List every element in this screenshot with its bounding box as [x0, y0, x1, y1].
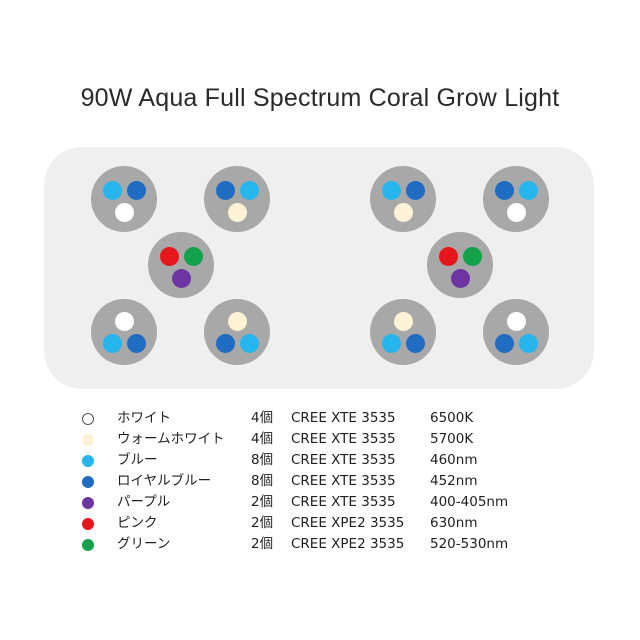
legend-spec: 630nm [430, 515, 478, 531]
legend-spec: 452nm [430, 473, 478, 489]
purple-swatch-icon [82, 497, 94, 509]
legend-count: 2個 [251, 515, 274, 531]
legend-row: ホワイト 4個 CREE XTE 3535 6500K [0, 408, 640, 429]
royal-blue-led [215, 180, 235, 200]
royal-blue-led [405, 333, 425, 353]
led-module [483, 166, 549, 232]
white-led [114, 202, 134, 222]
legend-name: ホワイト [117, 410, 171, 426]
blue-led [102, 180, 122, 200]
white-led [114, 311, 134, 331]
purple-led [450, 268, 470, 288]
led-module [427, 232, 493, 298]
blue-led [381, 333, 401, 353]
legend-count: 2個 [251, 536, 274, 552]
led-module [204, 299, 270, 365]
legend-name: ウォームホワイト [117, 431, 225, 447]
royal-blue-led [405, 180, 425, 200]
legend-name: パープル [117, 494, 171, 510]
legend-row: ピンク 2個 CREE XPE2 3535 630nm [0, 513, 640, 534]
blue-led [239, 333, 259, 353]
legend-row: ロイヤルブルー 8個 CREE XTE 3535 452nm [0, 471, 640, 492]
legend-model: CREE XPE2 3535 [291, 515, 405, 531]
warm-white-led [227, 202, 247, 222]
led-module [204, 166, 270, 232]
legend-count: 4個 [251, 410, 274, 426]
legend-name: ロイヤルブルー [117, 473, 212, 489]
legend-row: パープル 2個 CREE XTE 3535 400-405nm [0, 492, 640, 513]
legend-spec: 5700K [430, 431, 474, 447]
royal-blue-led [126, 180, 146, 200]
warm-white-swatch-icon [82, 434, 94, 446]
legend-name: グリーン [117, 536, 171, 552]
blue-led [381, 180, 401, 200]
legend-model: CREE XTE 3535 [291, 494, 396, 510]
legend-model: CREE XTE 3535 [291, 452, 396, 468]
warm-white-led [393, 311, 413, 331]
legend-row: ウォームホワイト 4個 CREE XTE 3535 5700K [0, 429, 640, 450]
royal-blue-led [215, 333, 235, 353]
page-title: 90W Aqua Full Spectrum Coral Grow Light [80, 84, 560, 112]
green-led [183, 246, 203, 266]
legend-model: CREE XTE 3535 [291, 410, 396, 426]
legend-spec: 520-530nm [430, 536, 509, 552]
led-module [91, 299, 157, 365]
led-module [91, 166, 157, 232]
royal-blue-led [494, 333, 514, 353]
green-led [462, 246, 482, 266]
legend-spec: 460nm [430, 452, 478, 468]
legend-name: ピンク [117, 515, 158, 531]
legend-spec: 6500K [430, 410, 474, 426]
legend-count: 4個 [251, 431, 274, 447]
led-module [370, 166, 436, 232]
royal-blue-led [494, 180, 514, 200]
led-module [483, 299, 549, 365]
legend-name: ブルー [117, 452, 158, 468]
led-module [370, 299, 436, 365]
royal-blue-led [126, 333, 146, 353]
blue-swatch-icon [82, 455, 94, 467]
warm-white-led [393, 202, 413, 222]
pink-swatch-icon [82, 518, 94, 530]
pink-led [438, 246, 458, 266]
green-swatch-icon [82, 539, 94, 551]
blue-led [518, 180, 538, 200]
legend-model: CREE XTE 3535 [291, 473, 396, 489]
light-panel [44, 147, 594, 389]
royal-blue-swatch-icon [82, 476, 94, 488]
blue-led [239, 180, 259, 200]
legend-spec: 400-405nm [430, 494, 509, 510]
legend-count: 8個 [251, 452, 274, 468]
led-module [148, 232, 214, 298]
warm-white-led [227, 311, 247, 331]
legend-model: CREE XPE2 3535 [291, 536, 405, 552]
white-led [506, 202, 526, 222]
legend-row: ブルー 8個 CREE XTE 3535 460nm [0, 450, 640, 471]
legend-model: CREE XTE 3535 [291, 431, 396, 447]
blue-led [102, 333, 122, 353]
legend-count: 8個 [251, 473, 274, 489]
white-swatch-icon [82, 413, 94, 425]
blue-led [518, 333, 538, 353]
legend-row: グリーン 2個 CREE XPE2 3535 520-530nm [0, 534, 640, 555]
white-led [506, 311, 526, 331]
pink-led [159, 246, 179, 266]
purple-led [171, 268, 191, 288]
legend-count: 2個 [251, 494, 274, 510]
